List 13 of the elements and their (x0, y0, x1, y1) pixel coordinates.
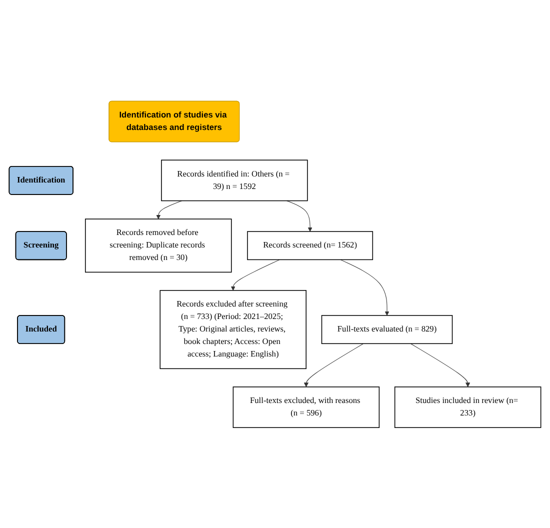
node-box: Records identified in: Others (n = 39) n = 1592 (161, 159, 308, 201)
node-box: Full-texts excluded, with reasons (n = 596) (232, 386, 380, 428)
arrow (286, 200, 312, 232)
arrow (340, 259, 390, 316)
node-box: Full-texts evaluated (n = 829) (321, 314, 453, 344)
arrow (156, 200, 182, 219)
arrow (230, 259, 280, 290)
node-box: Records removed before screening: Duplicate records removed (n = 30) (85, 218, 232, 272)
node-box: Records excluded after screening (n = 733) (Period: 2021–2025; Type: Original articles, reviews, book chapters; Access: Open access; Language: English) (160, 290, 306, 369)
arrow (410, 343, 470, 387)
arrow (304, 343, 364, 387)
node-box: Studies included in review (n= 233) (394, 386, 542, 428)
node-box: Records screened (n= 1562) (247, 230, 374, 260)
